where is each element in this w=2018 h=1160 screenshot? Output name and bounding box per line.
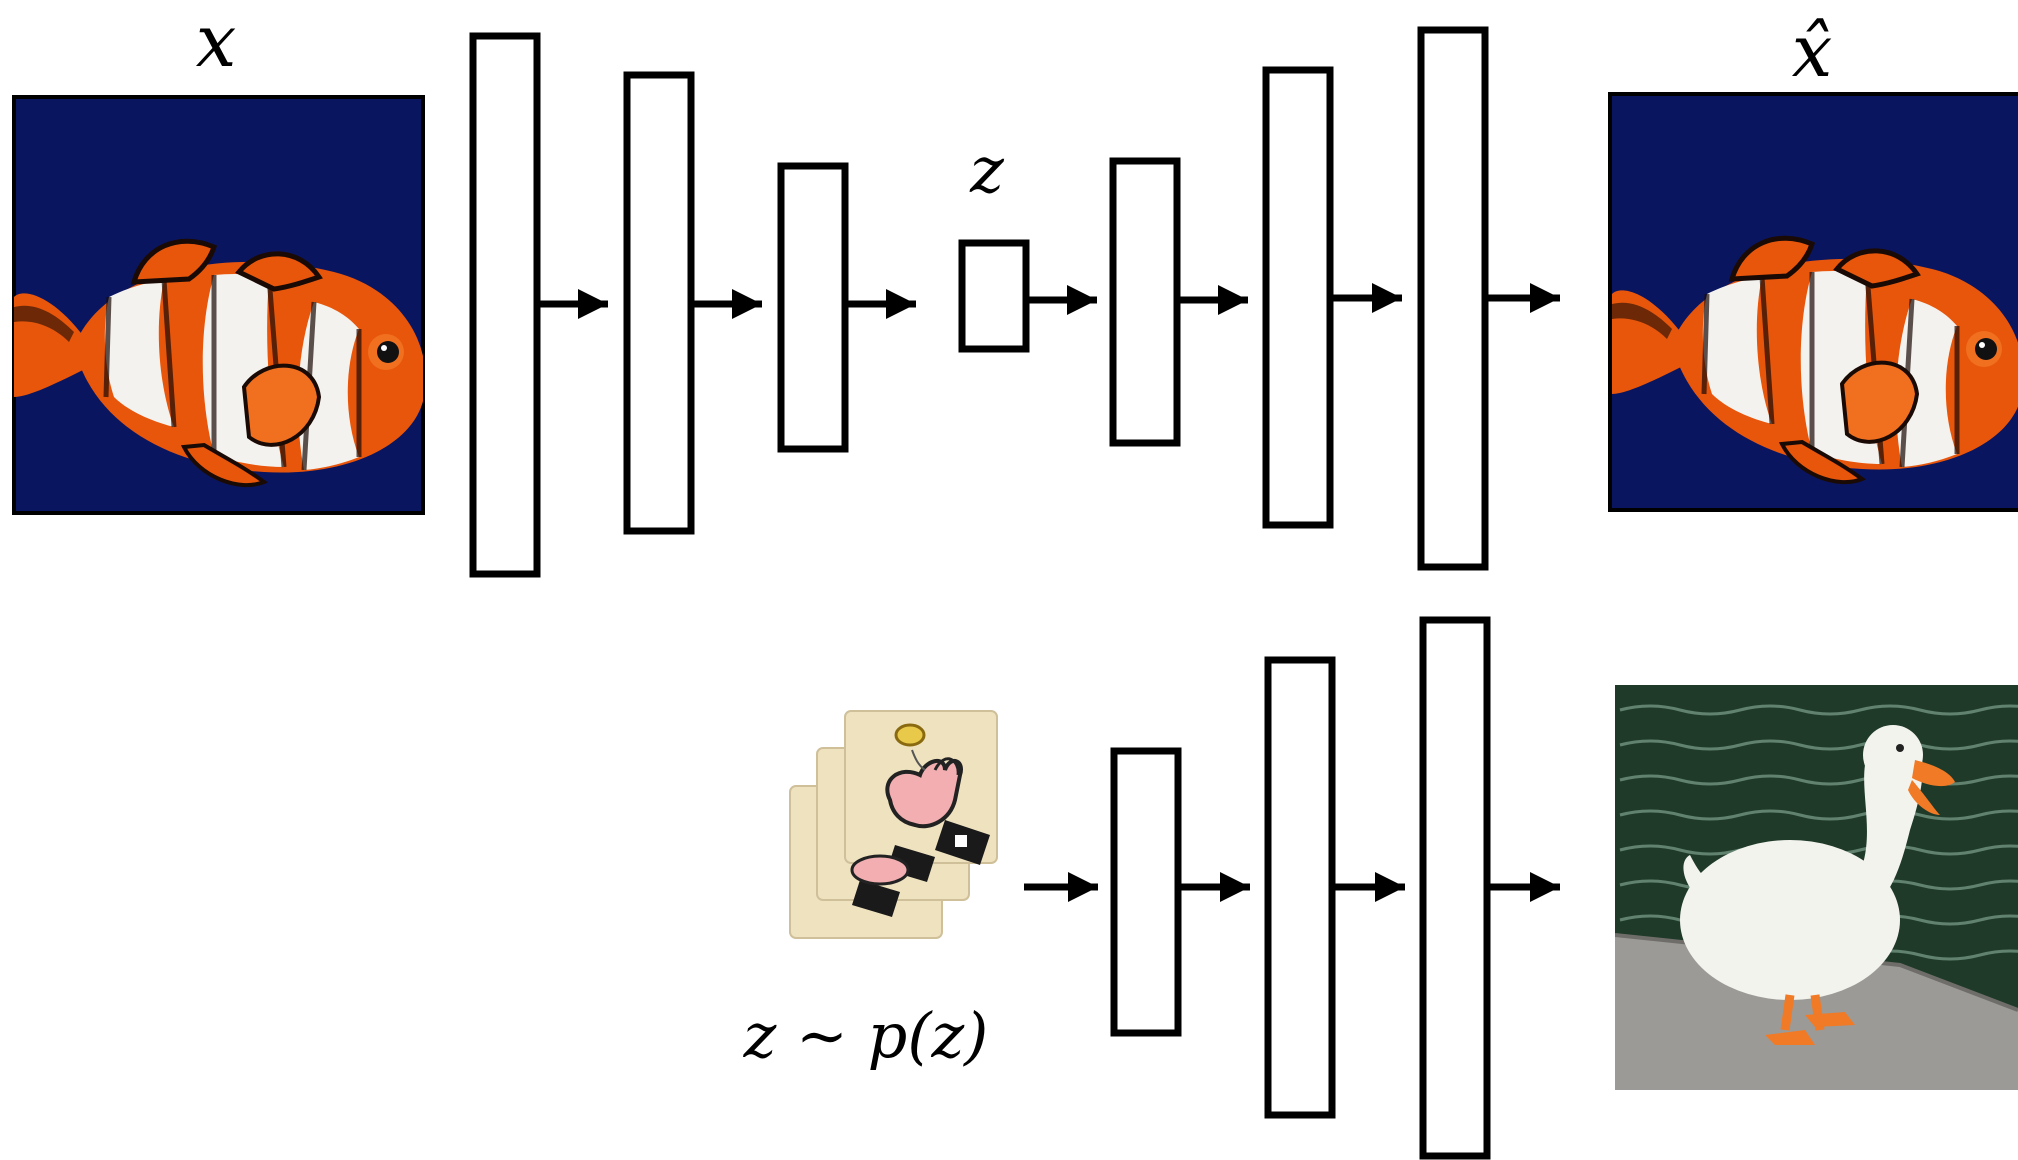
duck-image [1615, 685, 2018, 1090]
encoder-layer-1 [469, 32, 541, 578]
coin-flip-cards-icon [789, 710, 998, 939]
encoder-layer-3 [777, 162, 849, 453]
decoder-layer-2 [1262, 66, 1334, 529]
generator-layer-2 [1264, 656, 1336, 1119]
output-image [1608, 92, 2018, 512]
input-label: x [196, 0, 237, 83]
latent-layer [958, 239, 1030, 353]
encoder-layer-2 [623, 71, 695, 535]
reconstruction-label: x̂ [1792, 9, 1833, 93]
latent-label: z [969, 134, 1005, 208]
generator-layer-1 [1110, 747, 1182, 1037]
decoder-layer-1 [1109, 157, 1181, 447]
sampling-label: z ∼ p(z) [743, 999, 989, 1072]
input-image [12, 95, 425, 515]
decoder-layer-3 [1417, 26, 1489, 571]
generator-layer-3 [1419, 616, 1491, 1160]
